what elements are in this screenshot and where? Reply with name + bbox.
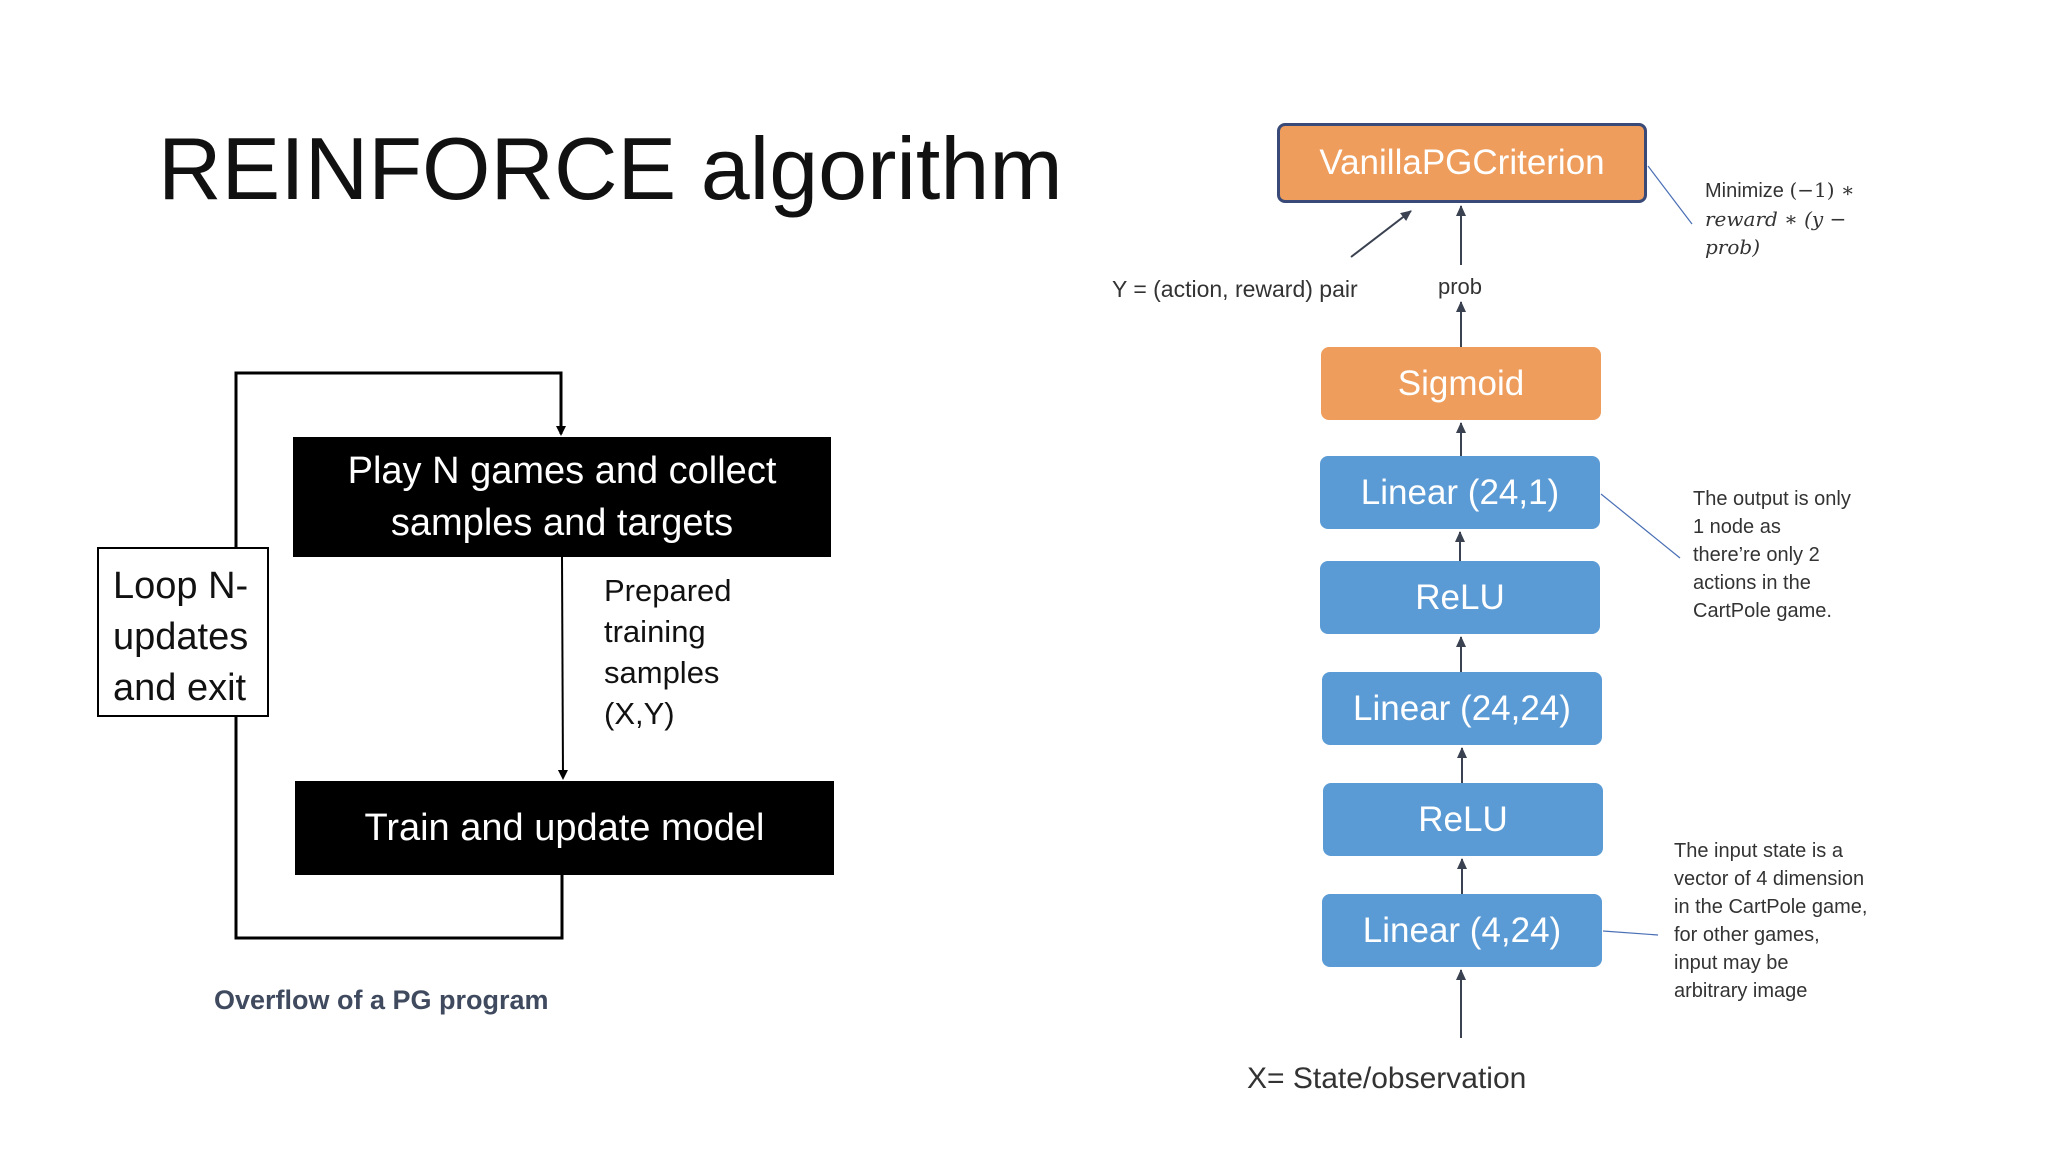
train-model-box: Train and update model (295, 781, 834, 875)
callout-minimize (1647, 165, 1693, 225)
criterion-node: VanillaPGCriterion (1277, 123, 1647, 203)
note-line: The output is only (1693, 488, 1851, 510)
prob-label: prob (1438, 274, 1483, 299)
y-label: Y = (action, reward) pair (1112, 276, 1358, 302)
x-label: X= State/observation (1247, 1062, 1527, 1095)
output-note: The output is only 1 node as there’re on… (1693, 485, 1851, 625)
relu-node: ReLU (1320, 561, 1600, 634)
arrow-y-to-criterion (1350, 210, 1412, 258)
prepared-samples-label: Prepared training samples (X,Y) (604, 570, 732, 734)
note-line: input may be (1674, 952, 1789, 974)
input-note: The input state is a vector of 4 dimensi… (1674, 837, 1867, 1005)
loop-box-line: Loop N- (113, 565, 249, 607)
train-box-label: Train and update model (364, 807, 765, 849)
callout-output (1600, 493, 1681, 559)
minimize-prefix: Minimize (1705, 180, 1790, 202)
loop-box-line: updates (113, 616, 249, 658)
relu-node: ReLU (1323, 783, 1603, 856)
minimize-math: (−1) ∗ (1789, 178, 1855, 202)
minimize-math: reward ∗ (y − (1705, 207, 1847, 231)
note-line: for other games, (1674, 924, 1820, 946)
prepared-line: samples (604, 655, 720, 690)
note-line: CartPole game. (1693, 600, 1832, 622)
play-box-line: samples and targets (390, 502, 734, 544)
flowchart-caption: Overflow of a PG program (214, 985, 549, 1015)
prepared-line: (X,Y) (604, 696, 675, 731)
note-line: in the CartPole game, (1674, 896, 1868, 918)
note-line: vector of 4 dimension (1674, 868, 1865, 890)
note-line: The input state is a (1674, 840, 1843, 862)
play-to-train-arrow (557, 556, 568, 780)
linear-24-24-node: Linear (24,24) (1322, 672, 1602, 745)
prepared-line: training (604, 614, 706, 649)
loop-box: Loop N- updates and exit (97, 547, 269, 717)
prepared-line: Prepared (604, 573, 732, 608)
linear-24-1-node: Linear (24,1) (1320, 456, 1600, 529)
note-line: 1 node as (1693, 516, 1781, 538)
sigmoid-node: Sigmoid (1321, 347, 1601, 420)
play-games-box: Play N games and collect samples and tar… (293, 437, 831, 557)
minimize-math: prob) (1705, 235, 1761, 259)
minimize-note: Minimize (−1) ∗ reward ∗ (y − prob) (1705, 176, 1855, 261)
loop-box-line: and exit (113, 667, 247, 709)
note-line: actions in the (1693, 572, 1811, 594)
play-box-line: Play N games and collect (347, 450, 777, 492)
page-title: REINFORCE algorithm (158, 119, 1063, 218)
callout-input (1602, 930, 1659, 936)
note-line: arbitrary image (1674, 980, 1808, 1002)
note-line: there’re only 2 (1693, 544, 1820, 566)
linear-4-24-node: Linear (4,24) (1322, 894, 1602, 967)
